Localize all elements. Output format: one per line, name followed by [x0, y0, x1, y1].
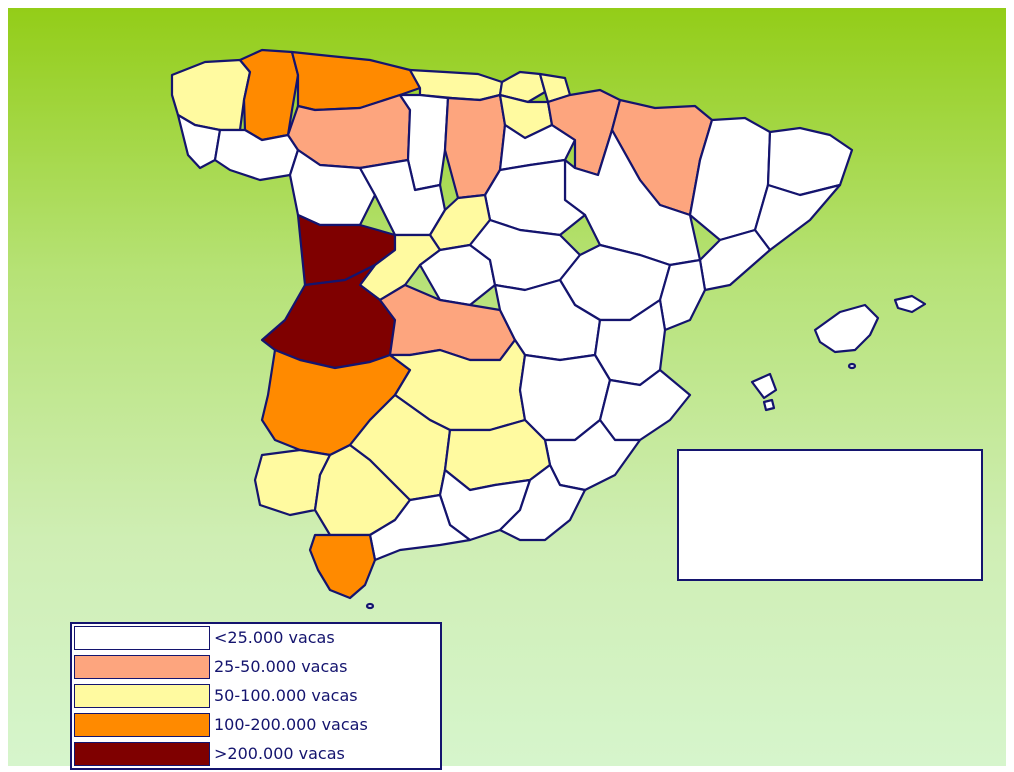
island-la-gomera — [731, 530, 747, 544]
legend-row: <25.000 vacas — [72, 624, 440, 652]
province-formentera — [762, 398, 776, 412]
island-lanzarote — [939, 463, 965, 485]
island-la-graciosa — [952, 457, 958, 461]
legend-label: >200.000 vacas — [214, 744, 345, 763]
province-ourense — [213, 128, 300, 182]
legend-swatch — [74, 684, 210, 708]
islet-cabrera — [847, 362, 857, 370]
legend-row: >200.000 vacas — [72, 740, 440, 768]
province-cadiz — [308, 533, 377, 600]
island-tenerife — [773, 499, 819, 541]
island-la-palma — [703, 485, 717, 519]
province-ibiza — [750, 372, 778, 400]
legend-label: <25.000 vacas — [214, 628, 335, 647]
legend-label: 50-100.000 vacas — [214, 686, 358, 705]
province-mallorca — [813, 303, 880, 354]
province-menorca — [893, 294, 927, 314]
legend-swatch — [74, 713, 210, 737]
province-lugo — [238, 48, 300, 142]
canary-islands-map — [685, 457, 965, 561]
legend-swatch — [74, 742, 210, 766]
legend-swatch — [74, 655, 210, 679]
island-fuerteventura — [905, 481, 951, 547]
legend-row: 50-100.000 vacas — [72, 682, 440, 710]
ceuta-islet — [365, 602, 375, 610]
province-tarragona — [698, 228, 772, 292]
legend-row: 100-200.000 vacas — [72, 711, 440, 739]
province-alicante — [598, 368, 692, 442]
map-legend: <25.000 vacas 25-50.000 vacas 50-100.000… — [70, 622, 442, 770]
province-barcelona — [753, 183, 842, 252]
legend-label: 100-200.000 vacas — [214, 715, 368, 734]
legend-label: 25-50.000 vacas — [214, 657, 348, 676]
canary-islands-inset — [677, 449, 983, 581]
province-malaga — [368, 493, 472, 562]
legend-row: 25-50.000 vacas — [72, 653, 440, 681]
island-gran-canaria — [829, 535, 855, 557]
legend-swatch — [74, 626, 210, 650]
province-almeria — [498, 463, 587, 542]
island-el-hierro — [685, 547, 699, 561]
